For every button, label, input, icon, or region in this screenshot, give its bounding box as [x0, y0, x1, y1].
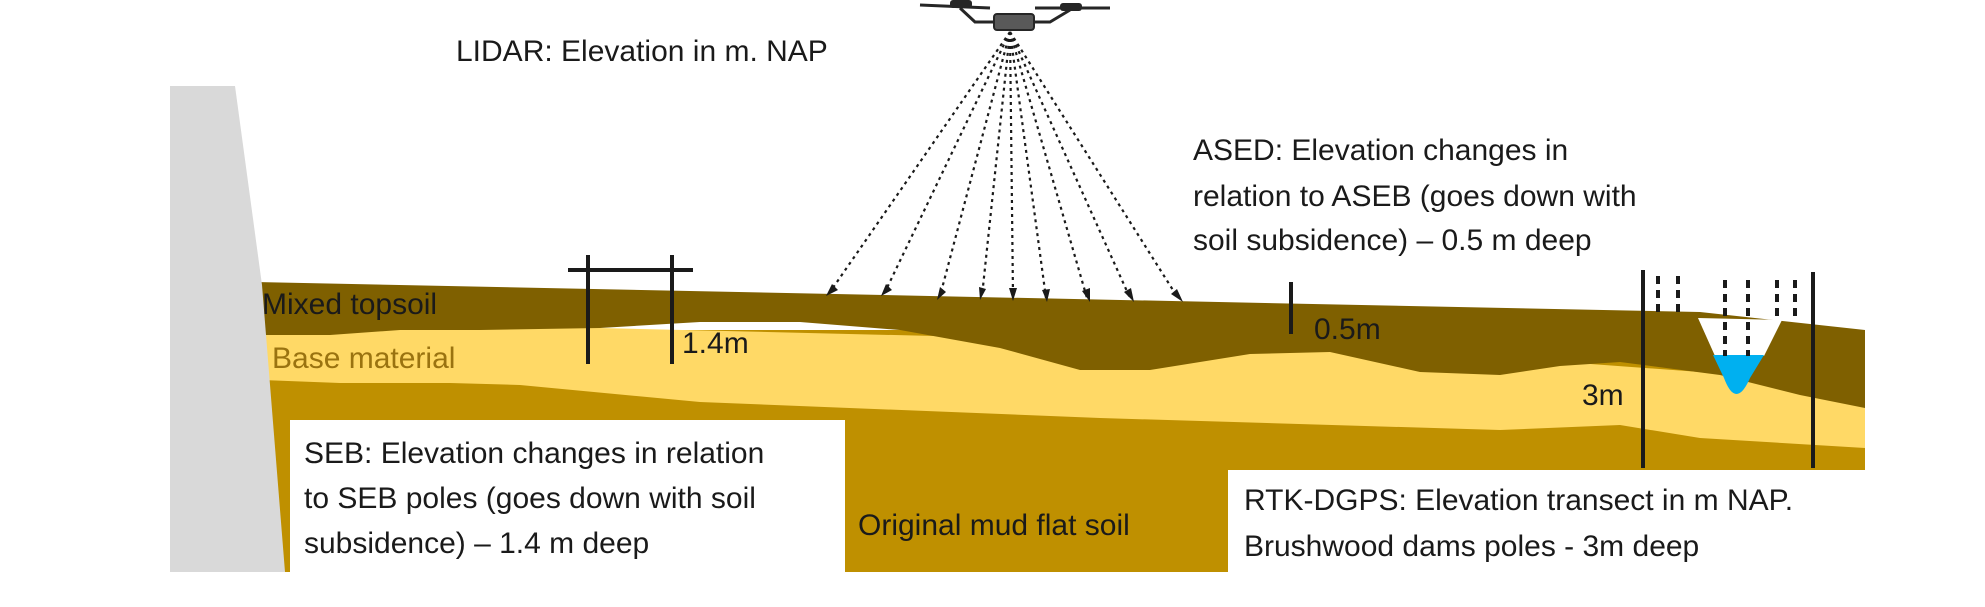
- depth-ased-label: 0.5m: [1314, 313, 1381, 346]
- lidar-label: LIDAR: Elevation in m. NAP: [456, 35, 828, 68]
- drone-icon: [919, 0, 1110, 31]
- lidar-scan-beams: [829, 31, 1179, 299]
- canal-water-surface: [1713, 355, 1764, 394]
- mixed-topsoil-label: Mixed topsoil: [262, 288, 437, 321]
- seb-poles: [568, 255, 693, 364]
- base-material-label: Base material: [272, 342, 455, 375]
- depth-dam-label: 3m: [1582, 379, 1624, 412]
- rtk-label-box: [1228, 470, 1865, 575]
- dike: [170, 86, 285, 572]
- mud-flat-label: Original mud flat soil: [858, 509, 1130, 542]
- seb-label-box: [290, 420, 845, 575]
- seb-label: SEB: Elevation changes in relation to SE…: [304, 437, 773, 560]
- base-material-layer: [255, 318, 1865, 448]
- lidar-arrowheads: [826, 284, 1183, 302]
- ased-label: ASED: Elevation changes in relation to A…: [1193, 134, 1645, 257]
- canal-notch: [1698, 318, 1782, 356]
- rtk-label: RTK-DGPS: Elevation transect in m NAP. B…: [1244, 484, 1801, 563]
- brushwood-dam-poles: [1641, 270, 1815, 468]
- mixed-topsoil-layer: [255, 282, 1865, 408]
- depth-seb-label: 1.4m: [682, 327, 749, 360]
